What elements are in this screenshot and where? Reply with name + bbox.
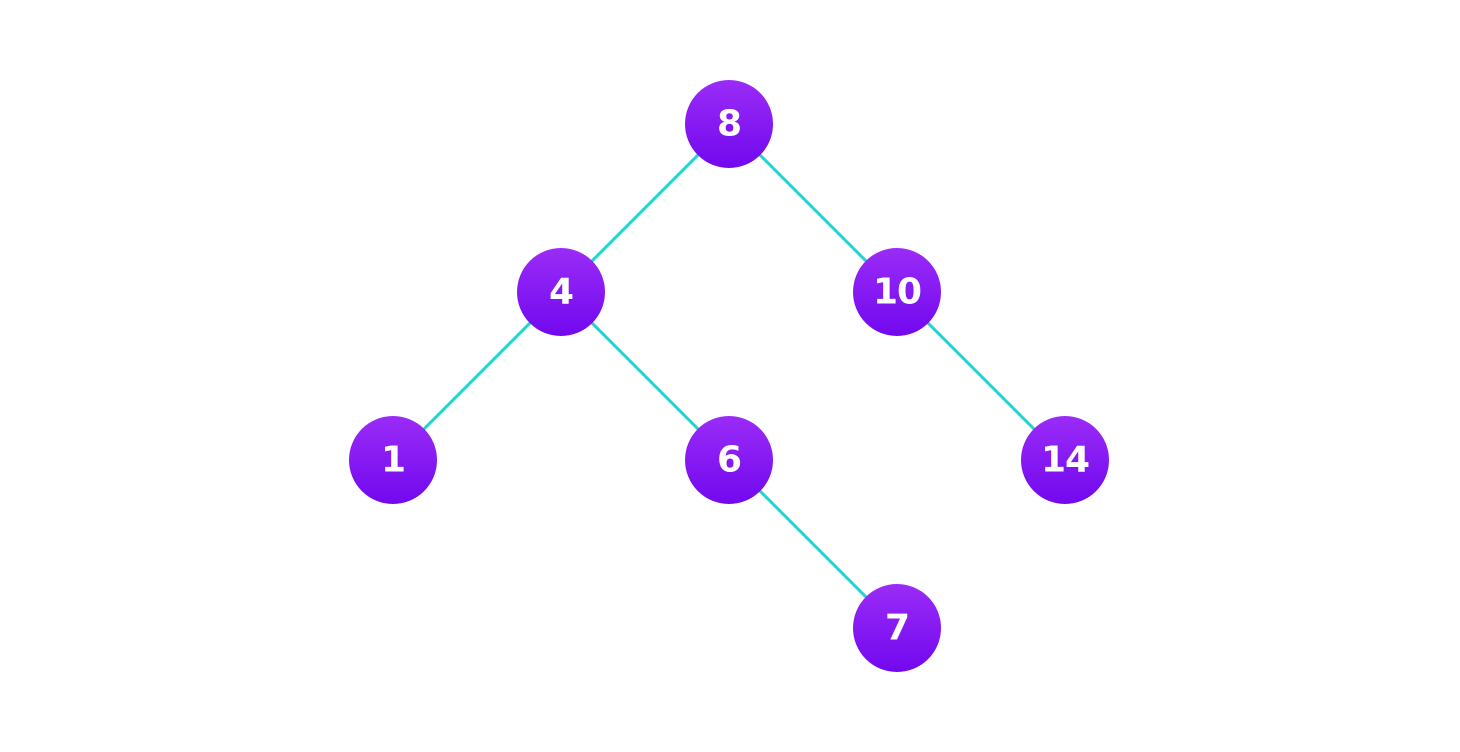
edges-group [391, 122, 1067, 630]
node-label: 6 [717, 440, 741, 481]
node-circle [517, 248, 605, 336]
tree-node-8: 8 [685, 80, 773, 168]
tree-node-10: 10 [853, 248, 941, 336]
node-label: 1 [381, 440, 405, 481]
tree-node-6: 6 [685, 416, 773, 504]
node-label: 14 [1041, 440, 1089, 481]
node-circle [685, 80, 773, 168]
tree-node-7: 7 [853, 584, 941, 672]
node-circle [853, 584, 941, 672]
node-circle [853, 248, 941, 336]
tree-node-4: 4 [517, 248, 605, 336]
node-label: 4 [549, 272, 573, 313]
node-circle [685, 416, 773, 504]
tree-node-1: 1 [349, 416, 437, 504]
node-label: 7 [885, 608, 909, 649]
node-circle [349, 416, 437, 504]
tree-node-14: 14 [1021, 416, 1109, 504]
node-label: 8 [717, 104, 741, 145]
node-circle [1021, 416, 1109, 504]
node-label: 10 [873, 272, 921, 313]
